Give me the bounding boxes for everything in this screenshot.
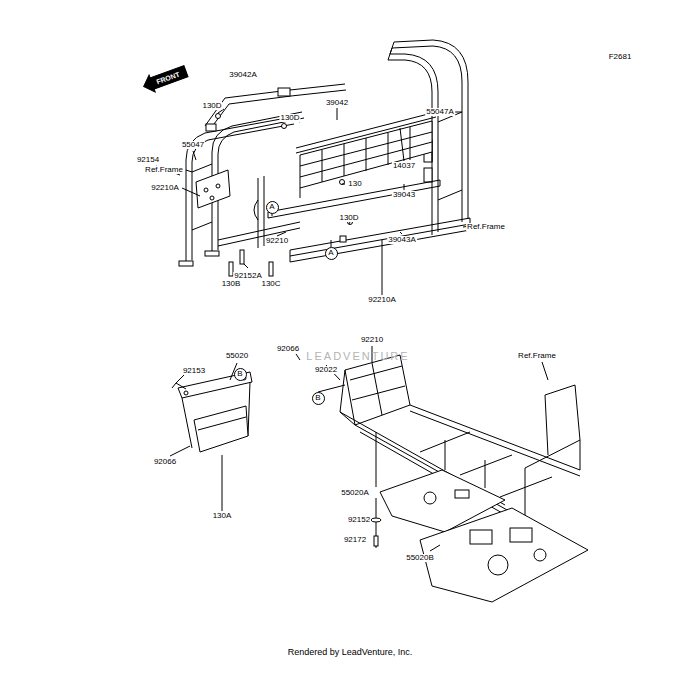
front-bumper <box>170 372 252 456</box>
callout-number: 55047A <box>425 108 455 116</box>
callout-number: 92152A <box>233 272 263 280</box>
watermark: LEADVENTURE <box>305 351 410 362</box>
callout-circle: B <box>312 392 325 405</box>
callout-number: 92152 <box>347 516 371 524</box>
callout-number: 92210A <box>367 296 397 304</box>
side-rail <box>268 180 470 262</box>
reference-label: Ref.Frame <box>517 352 557 360</box>
callout-number: 92154 <box>136 156 160 164</box>
callout-number: 130 <box>347 180 362 188</box>
callout-number: 39043 <box>392 191 416 199</box>
callout-number: 55020A <box>340 489 370 497</box>
callout-number: 92210 <box>360 336 384 344</box>
callout-circle: A <box>266 201 279 214</box>
credit-line: Rendered by LeadVenture, Inc. <box>287 648 414 657</box>
callout-letter: A <box>269 203 274 211</box>
front-cage <box>179 112 304 266</box>
callout-number: 39043A <box>387 236 417 244</box>
skid-plate <box>380 470 588 602</box>
callout-number: 130D <box>279 114 300 122</box>
callout-number: 92172 <box>343 536 367 544</box>
callout-circle: A <box>325 247 338 260</box>
callout-number: 92210 <box>265 237 289 245</box>
callout-number: 39042 <box>325 99 349 107</box>
callout-number: 55020 <box>225 352 249 360</box>
callout-number: 92153 <box>182 367 206 375</box>
grab-bar <box>205 84 346 131</box>
callout-number: 39042A <box>228 71 258 79</box>
callout-number: 130D <box>338 214 359 222</box>
callout-number: 92022 <box>314 366 338 374</box>
callout-number: 92066 <box>276 345 300 353</box>
callout-letter: A <box>328 249 333 257</box>
callout-letter: B <box>237 370 242 378</box>
callout-circle: B <box>234 368 247 381</box>
front-arrow <box>141 63 189 95</box>
callout-number: 55047 <box>181 141 205 149</box>
callout-number: 92210A <box>150 184 180 192</box>
callout-number: 130A <box>212 512 233 520</box>
reference-label: Ref.Frame <box>144 166 184 174</box>
callout-number: 130B <box>221 280 242 288</box>
fastener <box>156 114 353 277</box>
callout-number: 130D <box>201 102 222 110</box>
callout-letter: B <box>315 394 320 402</box>
callout-number: 14037 <box>392 162 416 170</box>
leader-line <box>182 108 470 295</box>
reference-label: Ref.Frame <box>466 223 506 231</box>
figure-number: F2681 <box>608 53 633 61</box>
callout-number: 55020B <box>405 554 435 562</box>
callout-number: 92066 <box>153 458 177 466</box>
leader-line <box>176 346 548 551</box>
callout-number: 130C <box>260 280 281 288</box>
